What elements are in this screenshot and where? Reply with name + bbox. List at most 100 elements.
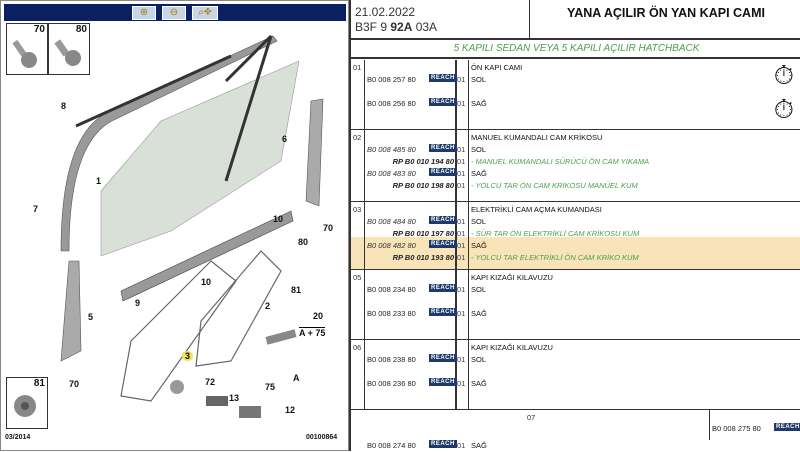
column-divider xyxy=(455,130,457,201)
part-number[interactable]: B0 008 484 80 xyxy=(367,217,416,226)
callout: 81 xyxy=(291,285,302,295)
part-description: SAĞ xyxy=(471,169,487,178)
part-number[interactable]: B0 008 482 80 xyxy=(367,241,416,250)
reach-badge[interactable]: REACH xyxy=(429,308,457,316)
callout: 13 xyxy=(229,393,240,403)
callout: 8 xyxy=(61,101,67,111)
callout: A + 75 xyxy=(299,327,326,338)
diagram-toolbar: ⊕ ⊖ ⌕✥ xyxy=(4,4,346,21)
part-number[interactable]: B0 008 257 80 xyxy=(367,75,416,84)
vehicle-variant: 5 KAPILI SEDAN VEYA 5 KAPILI AÇILIR HATC… xyxy=(351,40,800,59)
door-glass-exploded-view xyxy=(60,34,324,418)
part-row[interactable]: B0 008 275 80 REACH xyxy=(351,423,800,435)
part-number[interactable]: B0 008 256 80 xyxy=(367,99,416,108)
parts-list-panel: 21.02.2022 B3F 9 92A 03A YANA AÇILIR ÖN … xyxy=(349,0,800,451)
callout: A xyxy=(293,373,300,383)
reach-badge[interactable]: REACH xyxy=(429,354,457,362)
callout: 6 xyxy=(282,134,288,144)
part-description: SAĞ xyxy=(471,309,487,318)
part-number[interactable]: B0 008 234 80 xyxy=(367,285,416,294)
section-title: MANUEL KUMANDALI CAM KRİKOSU xyxy=(471,133,603,142)
nut-icon xyxy=(14,395,36,417)
column-divider xyxy=(455,202,457,269)
reach-badge[interactable]: REACH xyxy=(429,440,457,448)
reach-badge[interactable]: REACH xyxy=(429,168,457,176)
callout: 7 xyxy=(33,204,39,214)
callout: 10 xyxy=(201,277,212,287)
callout: 12 xyxy=(285,405,296,415)
replacement-part-number[interactable]: RP B0 010 194 80 xyxy=(392,157,454,166)
part-number[interactable]: B0 008 274 80 xyxy=(367,441,416,450)
replacement-part-number[interactable]: RP B0 010 198 80 xyxy=(392,181,454,190)
reach-badge[interactable]: REACH xyxy=(429,144,457,152)
reach-badge[interactable]: REACH xyxy=(429,284,457,292)
callout: 70 xyxy=(69,379,80,389)
reach-badge[interactable]: REACH xyxy=(429,98,457,106)
column-divider xyxy=(468,130,469,201)
stopwatch-icon[interactable]: ⏱ xyxy=(773,60,794,90)
diagram-date: 03/2014 xyxy=(5,434,31,441)
part-description: SOL xyxy=(471,217,487,226)
section-number: 01 xyxy=(353,63,362,72)
pan-zoom-button[interactable]: ⌕✥ xyxy=(192,5,218,20)
diagram-reference: 00100864 xyxy=(306,434,338,441)
callout: 80 xyxy=(298,237,309,247)
reach-badge[interactable]: REACH xyxy=(429,74,457,82)
part-number[interactable]: B0 008 236 80 xyxy=(367,379,416,388)
zoom-out-button[interactable]: ⊖ xyxy=(162,5,186,20)
zoom-in-button[interactable]: ⊕ xyxy=(132,5,156,20)
column-divider xyxy=(364,270,365,339)
quantity: 01 xyxy=(457,241,466,250)
part-description: SAĞ xyxy=(471,99,487,108)
bolt-icon xyxy=(12,39,37,68)
reach-badge[interactable]: REACH xyxy=(429,378,457,386)
quantity: 01 xyxy=(457,229,466,238)
callout: 72 xyxy=(205,377,216,387)
code-group: 92A xyxy=(390,20,413,34)
section-number: 06 xyxy=(353,343,362,352)
part-number[interactable]: B0 008 483 80 xyxy=(367,169,416,178)
part-number[interactable]: B0 008 275 80 xyxy=(712,424,761,433)
reach-badge[interactable]: REACH xyxy=(429,240,457,248)
part-number[interactable]: B0 008 485 80 xyxy=(367,145,416,154)
part-description: SAĞ xyxy=(471,379,487,388)
quantity: 01 xyxy=(457,309,466,318)
quantity: 01 xyxy=(457,217,466,226)
part-number[interactable]: B0 008 238 80 xyxy=(367,355,416,364)
reach-badge[interactable]: REACH xyxy=(774,423,800,431)
header-date: 21.02.2022 xyxy=(355,5,416,19)
quantity: 01 xyxy=(457,99,466,108)
header-code: B3F 9 92A 03A xyxy=(355,20,437,35)
callout: 1 xyxy=(96,176,102,186)
part-number[interactable]: B0 008 233 80 xyxy=(367,309,416,318)
bolt-icon xyxy=(54,39,81,66)
stopwatch-icon[interactable]: ⏱ xyxy=(773,94,794,124)
column-divider xyxy=(468,340,469,409)
section-number: 03 xyxy=(353,205,362,214)
replacement-part-number[interactable]: RP B0 010 193 80 xyxy=(392,253,454,262)
replacement-part-number[interactable]: RP B0 010 197 80 xyxy=(392,229,454,238)
column-divider xyxy=(364,130,365,201)
reach-badge[interactable]: REACH xyxy=(429,216,457,224)
part-description: SOL xyxy=(471,285,487,294)
section-title: KAPI KIZAĞI KILAVUZU xyxy=(471,273,553,282)
quantity: 01 xyxy=(457,285,466,294)
column-divider xyxy=(468,270,469,339)
